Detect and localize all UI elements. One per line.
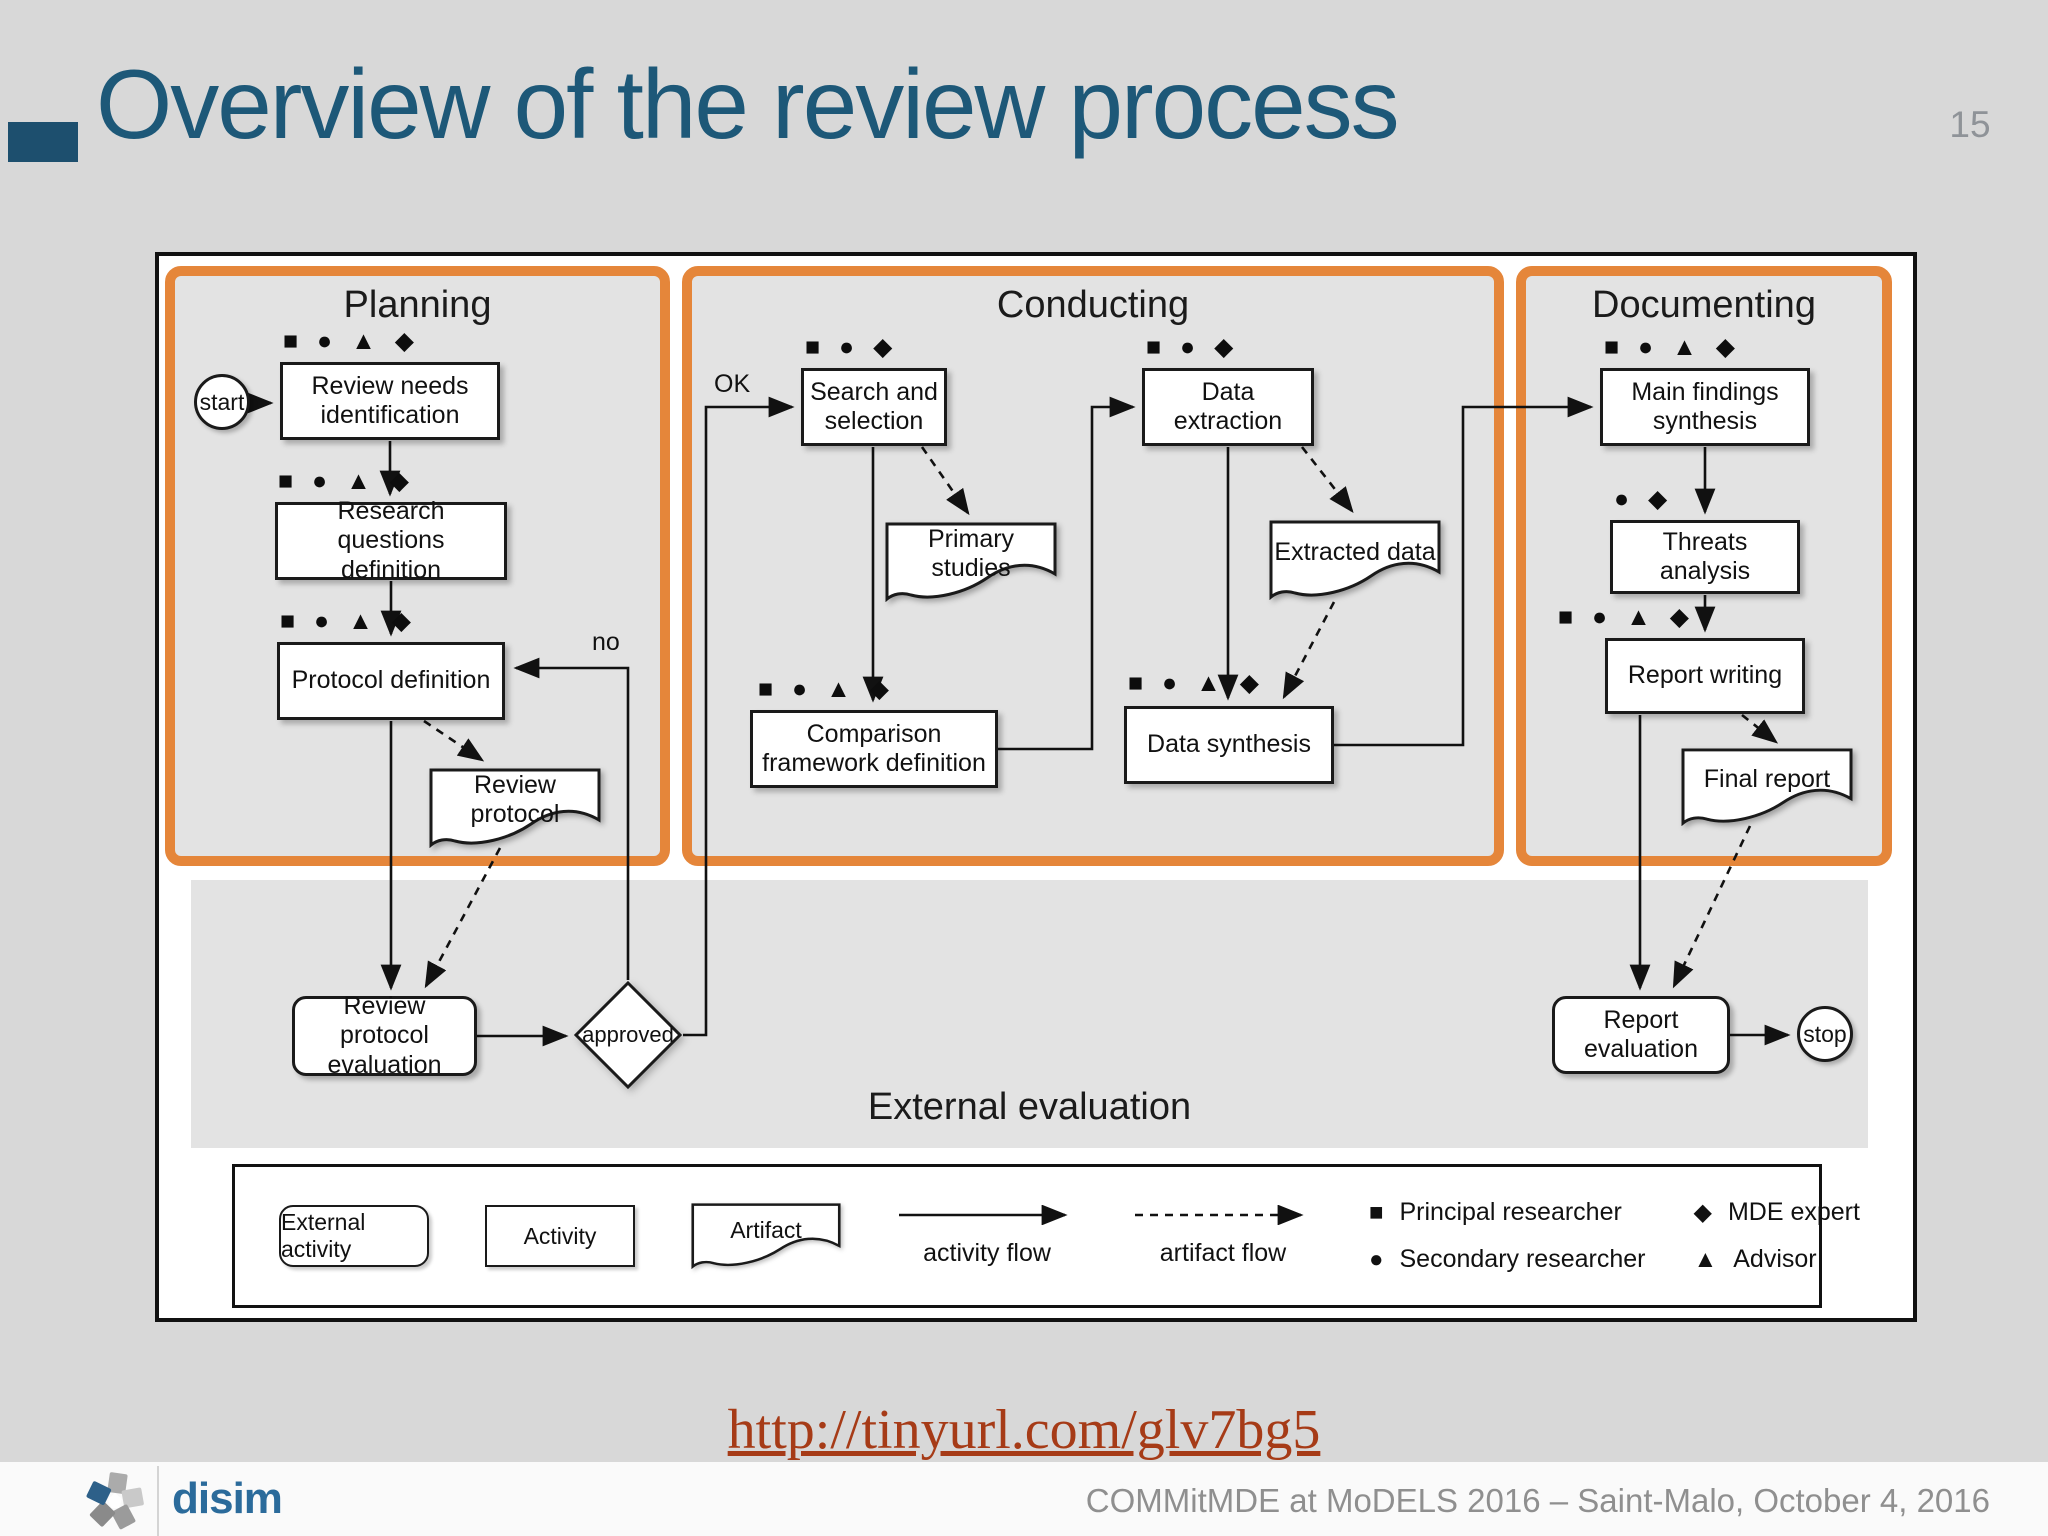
- legend-external-activity: External activity: [279, 1205, 429, 1267]
- roles-data-synthesis: ■ ● ▲ ◆: [1128, 669, 1266, 697]
- external-evaluation-label: External evaluation: [867, 1086, 1192, 1128]
- node-review-protocol-evaluation: Review protocol evaluation: [292, 992, 477, 1079]
- label-no: no: [592, 628, 620, 656]
- node-report-writing: Report writing: [1605, 638, 1805, 714]
- node-main-findings: Main findings synthesis: [1600, 368, 1810, 446]
- node-search-selection: Search and selection: [801, 368, 947, 446]
- roles-main-findings: ■ ● ▲ ◆: [1604, 333, 1742, 361]
- node-threats-analysis: Threats analysis: [1610, 520, 1800, 594]
- node-data-extraction: Data extraction: [1142, 368, 1314, 446]
- legend-role-principal: ■ Principal researcher: [1369, 1198, 1622, 1226]
- label-ok: OK: [714, 370, 751, 398]
- section-title-documenting: Documenting: [1592, 284, 1816, 326]
- legend: External activity Activity Artifact acti…: [232, 1164, 1860, 1308]
- section-title-conducting: Conducting: [996, 284, 1190, 326]
- node-report-evaluation: Report evaluation: [1552, 996, 1730, 1074]
- roles-comparison-framework: ■ ● ▲ ◆: [758, 675, 896, 703]
- artifact-review-protocol: Review protocol: [429, 768, 601, 848]
- roles-research-questions: ■ ● ▲ ◆: [278, 467, 416, 495]
- page-number: 15: [1949, 104, 1991, 145]
- node-research-questions: Research questions definition: [275, 497, 507, 584]
- roles-protocol-definition: ■ ● ▲ ◆: [280, 607, 418, 635]
- node-data-synthesis: Data synthesis: [1124, 706, 1334, 784]
- stop-node: stop: [1797, 1006, 1853, 1062]
- roles-search-selection: ■ ● ◆: [805, 333, 899, 361]
- disim-logo-icon: [86, 1472, 144, 1530]
- activity-flow-arrow-icon: [899, 1204, 1068, 1225]
- node-comparison-framework: Comparison framework definition: [750, 710, 998, 788]
- start-node: start: [194, 374, 250, 430]
- disim-logo-text: disim: [172, 1474, 283, 1523]
- artifact-flow-arrow-icon: [1135, 1204, 1304, 1225]
- node-review-needs: Review needs identification: [280, 362, 500, 440]
- title-accent-bar: [8, 122, 78, 162]
- section-title-planning: Planning: [343, 284, 492, 326]
- roles-review-needs: ■ ● ▲ ◆: [283, 327, 421, 355]
- diamond-icon: ◆: [1693, 1199, 1712, 1226]
- legend-roles: ■ Principal researcher ◆ MDE expert ● Se…: [1369, 1198, 1860, 1274]
- legend-artifact: Artifact: [691, 1203, 841, 1269]
- footer-divider: [157, 1466, 159, 1536]
- triangle-icon: ▲: [1693, 1245, 1718, 1273]
- artifact-final-report: Final report: [1681, 748, 1853, 826]
- footer-band: [0, 1462, 2048, 1536]
- decision-approved: approved: [573, 980, 683, 1090]
- page-title: Overview of the review process: [96, 49, 1400, 159]
- roles-report-writing: ■ ● ▲ ◆: [1558, 603, 1696, 631]
- artifact-primary-studies: Primary studies: [885, 522, 1057, 602]
- legend-activity-flow: activity flow: [897, 1204, 1077, 1268]
- footer-text: COMMitMDE at MoDELS 2016 – Saint-Malo, O…: [1085, 1482, 1990, 1519]
- legend-activity: Activity: [485, 1205, 635, 1267]
- legend-role-advisor: ▲ Advisor: [1693, 1245, 1817, 1273]
- artifact-extracted-data: Extracted data: [1269, 520, 1441, 600]
- legend-artifact-flow: artifact flow: [1133, 1204, 1313, 1268]
- roles-threats-analysis: ● ◆: [1614, 485, 1674, 513]
- tinyurl-link[interactable]: http://tinyurl.com/glv7bg5: [727, 1399, 1321, 1461]
- roles-data-extraction: ■ ● ◆: [1146, 333, 1240, 361]
- node-protocol-definition: Protocol definition: [277, 642, 505, 720]
- circle-icon: ●: [1369, 1245, 1384, 1273]
- legend-role-secondary: ● Secondary researcher: [1369, 1245, 1646, 1273]
- square-icon: ■: [1369, 1198, 1384, 1226]
- legend-role-mde: ◆ MDE expert: [1693, 1198, 1860, 1226]
